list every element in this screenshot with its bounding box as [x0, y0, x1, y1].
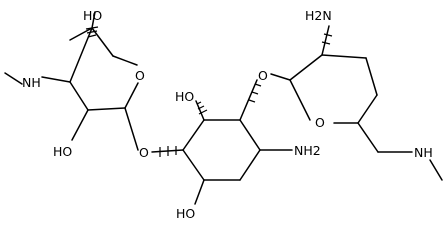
bond — [321, 54, 367, 59]
atom-labels: HO NH O HO O HO O NH2 HO H2N O NH — [22, 8, 433, 221]
molecule-structure: HO NH O HO O HO O NH2 HO H2N O NH — [4, 8, 443, 221]
atom-label-nh: NH — [22, 75, 41, 90]
hash-bond — [196, 101, 202, 105]
bond — [112, 55, 138, 66]
bond — [182, 149, 205, 181]
hash-bond — [85, 26, 99, 30]
bonds — [4, 11, 443, 205]
atom-label-nh: NH — [414, 145, 433, 160]
hash-bond — [248, 99, 256, 103]
hash-bond — [251, 91, 259, 95]
bond — [357, 94, 378, 124]
bond — [365, 57, 378, 96]
atom-label-ho: HO — [175, 89, 194, 104]
bond — [69, 27, 93, 41]
hash-bond — [321, 41, 331, 45]
atom-label-o: O — [135, 68, 145, 83]
atom-label-nh2: NH2 — [294, 143, 321, 158]
hash-bond — [197, 105, 205, 110]
atom-label-ho: HO — [176, 206, 195, 221]
bond — [321, 25, 330, 56]
bond — [91, 27, 114, 57]
hash-bond — [87, 34, 97, 38]
bond — [194, 179, 205, 205]
bond — [289, 79, 311, 121]
atom-label-h2n: H2N — [305, 8, 332, 23]
atom-label-o: O — [258, 68, 268, 83]
atom-label-o: O — [315, 115, 325, 130]
bond — [429, 159, 443, 181]
stereo-hash-bonds — [85, 26, 333, 157]
hash-bond — [254, 83, 262, 87]
bond — [71, 109, 89, 141]
atom-label-ho: HO — [83, 8, 102, 23]
bond — [182, 119, 205, 151]
bond — [91, 11, 96, 29]
atom-label-o: O — [139, 145, 149, 160]
bond — [41, 76, 71, 83]
bond — [357, 122, 379, 153]
bond — [4, 72, 23, 85]
bond — [239, 149, 261, 181]
hash-bond — [198, 109, 208, 115]
bond — [87, 107, 126, 111]
bond — [239, 79, 258, 121]
atom-label-ho: HO — [53, 144, 72, 159]
bond — [69, 27, 93, 83]
hash-bond — [86, 30, 98, 34]
hash-bond — [323, 33, 333, 37]
bond — [69, 81, 89, 111]
bond — [124, 107, 139, 151]
bond — [239, 119, 261, 151]
bond — [289, 54, 323, 81]
bond — [270, 73, 291, 81]
bond — [124, 82, 139, 109]
